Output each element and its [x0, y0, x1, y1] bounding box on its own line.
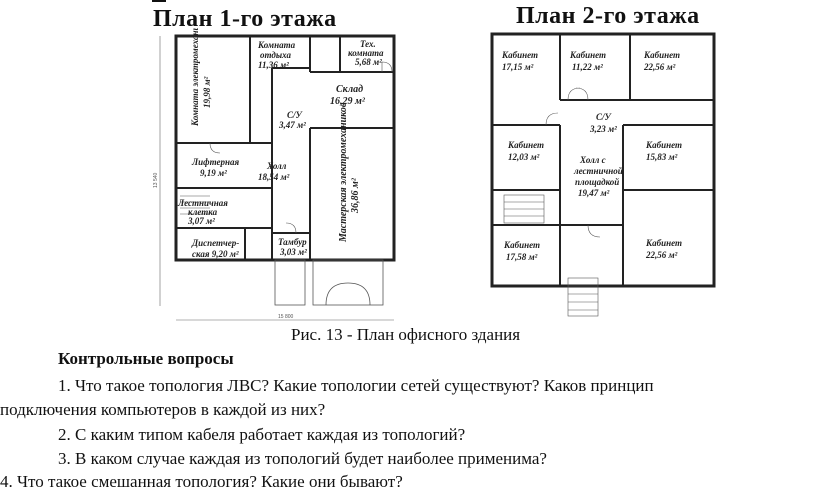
- f2-office-g-label: Кабинет: [645, 238, 682, 248]
- f2-office-d-area: 12,03 м²: [508, 152, 540, 162]
- f2-office-b-area: 11,22 м²: [572, 62, 603, 72]
- f1-wc-area: 3,47 м²: [278, 120, 306, 130]
- f1-tech-label-2: комната: [348, 48, 384, 58]
- f1-rest-label-1: Комната: [257, 40, 296, 50]
- floor1-plan: 13 540 15 800 Комната электромехаников 1…: [153, 28, 396, 321]
- f1-dispatcher-label-1: Диспетчер-: [191, 238, 239, 248]
- f1-vestibule-label: Тамбур: [278, 237, 307, 247]
- f2-office-c-label: Кабинет: [643, 50, 680, 60]
- f1-stair-area: 3,07 м²: [187, 216, 215, 226]
- floor1-title-bar: [152, 0, 166, 2]
- f1-wc-label: С/У: [287, 110, 304, 120]
- f1-electric-area: 19,98 м²: [202, 76, 212, 108]
- floor1-dim-left: 13 540: [153, 172, 159, 188]
- f1-storage-area: 16,29 м²: [330, 96, 366, 107]
- floor1-dim-bottom: 15 800: [278, 314, 294, 320]
- f1-dispatcher-label-2: ская 9,20 м²: [192, 249, 239, 259]
- f2-wc-label: С/У: [596, 112, 613, 122]
- f1-storage-label: Склад: [336, 84, 363, 95]
- f1-stair-label-2: клетка: [188, 207, 218, 217]
- f2-office-b-label: Кабинет: [569, 50, 606, 60]
- figure-caption: Рис. 13 - План офисного здания: [291, 325, 521, 344]
- f1-workshop-label: Мастерская электромехаников: [338, 102, 349, 243]
- f2-hall-area: 19,47 м²: [578, 188, 610, 198]
- f1-workshop-area: 36,86 м²: [350, 177, 361, 214]
- f1-elevator-area: 9,19 м²: [200, 168, 227, 178]
- f2-office-f-label: Кабинет: [503, 240, 540, 250]
- question-1-line-2: подключения компьютеров в каждой из них?: [0, 400, 326, 419]
- f2-office-a-area: 17,15 м²: [502, 62, 534, 72]
- f1-rest-label-2: отдыха: [260, 50, 291, 60]
- f1-vestibule-area: 3,03 м²: [279, 247, 307, 257]
- f1-elevator-label: Лифтерная: [191, 157, 239, 167]
- f2-office-d-label: Кабинет: [507, 140, 544, 150]
- f1-stair-label-1: Лестничная: [177, 198, 228, 208]
- floor2-title: План 2-го этажа: [516, 3, 700, 29]
- f1-hall-area: 18,54 м²: [258, 172, 290, 182]
- question-4: 4. Что такое смешанная топология? Какие …: [0, 472, 403, 491]
- question-2: 2. С каким типом кабеля работает каждая …: [58, 425, 466, 444]
- f2-office-a-label: Кабинет: [501, 50, 538, 60]
- f2-hall-label-1: Холл с: [579, 155, 606, 165]
- f2-hall-label-2: лестничной: [573, 166, 623, 176]
- floor1-title: План 1-го этажа: [153, 6, 337, 32]
- f2-hall-label-3: площадкой: [575, 177, 619, 187]
- question-1-line-1: 1. Что такое топология ЛВС? Какие тополо…: [58, 376, 654, 395]
- floor2-plan: Кабинет 17,15 м² Кабинет 11,22 м² Кабине…: [490, 32, 716, 317]
- f1-tech-label-1: Тех.: [360, 39, 376, 49]
- f2-office-e-label: Кабинет: [645, 140, 682, 150]
- f1-rest-area: 11,36 м²: [258, 60, 289, 70]
- f2-office-c-area: 22,56 м²: [643, 62, 676, 72]
- question-3: 3. В каком случае каждая из топологий бу…: [58, 449, 547, 468]
- f2-office-f-area: 17,58 м²: [506, 252, 538, 262]
- f2-office-e-area: 15,83 м²: [646, 152, 678, 162]
- f2-office-g-area: 22,56 м²: [645, 250, 678, 260]
- f2-wc-area: 3,23 м²: [589, 124, 617, 134]
- f1-tech-area: 5,68 м²: [355, 57, 382, 67]
- f1-hall-label: Холл: [266, 161, 287, 171]
- questions-heading: Контрольные вопросы: [58, 349, 234, 368]
- f1-electric-label: Комната электромехаников: [190, 28, 200, 127]
